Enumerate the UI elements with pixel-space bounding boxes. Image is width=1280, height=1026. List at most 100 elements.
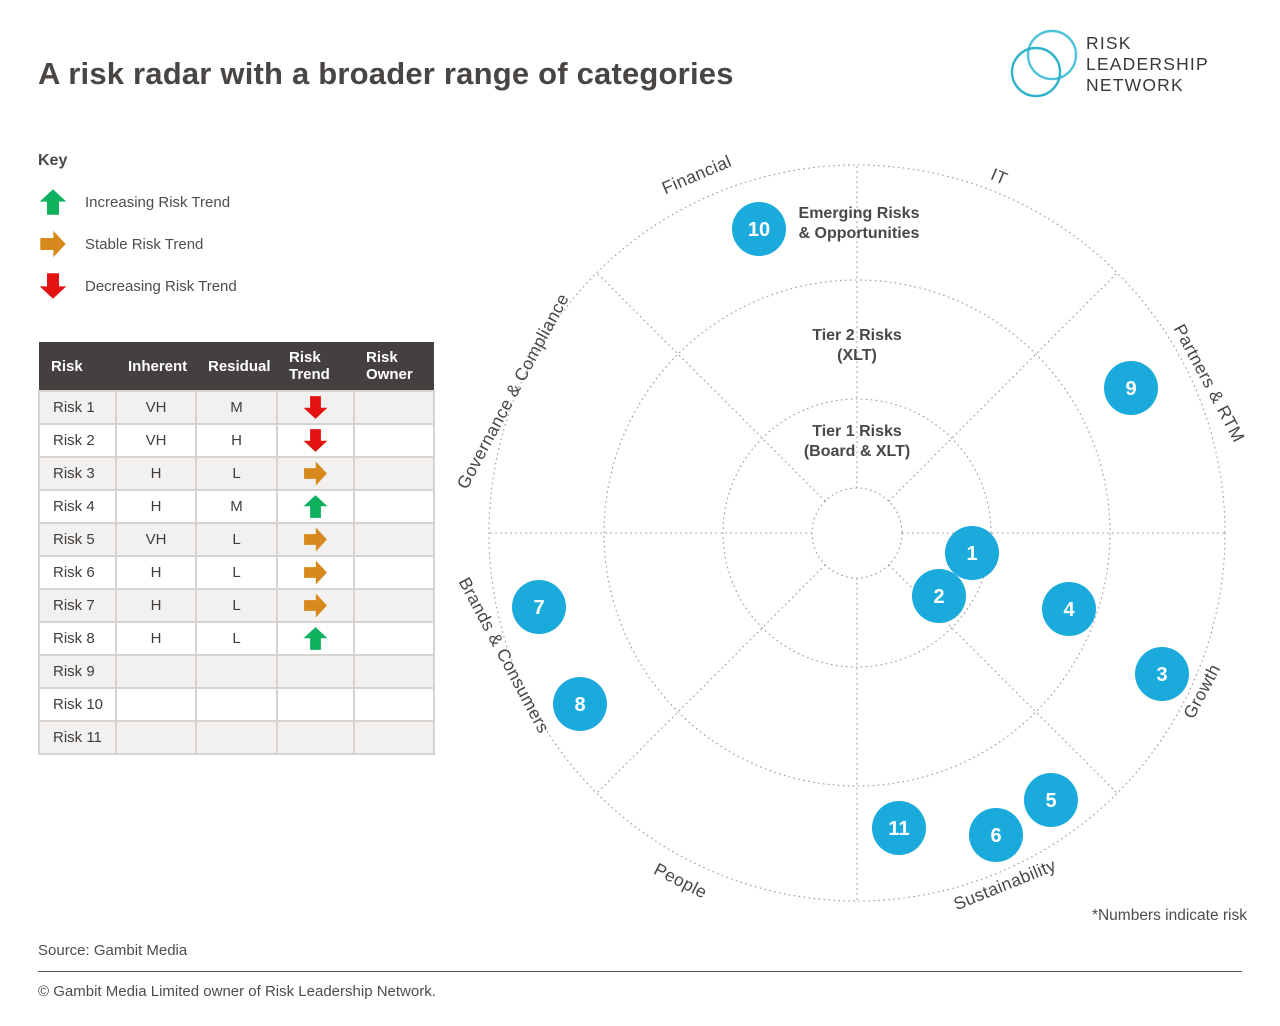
- risk-cell: Risk 7: [38, 588, 117, 623]
- risk-bubble-circle: [1135, 647, 1189, 701]
- legend-item-label: Decreasing Risk Trend: [85, 277, 237, 295]
- logo-wordmark: RISK LEADERSHIP NETWORK: [1086, 33, 1209, 96]
- category-label-brands-consumers: Brands & Consumers: [455, 574, 554, 737]
- risk-cell: Risk 11: [38, 720, 117, 755]
- owner-cell: [353, 456, 435, 491]
- category-label-governance-compliance: Governance & Compliance: [453, 290, 573, 492]
- inherent-cell: VH: [115, 522, 197, 557]
- trend-cell: [276, 720, 355, 755]
- bubble-number: 11: [888, 818, 909, 840]
- trend-cell: [276, 687, 355, 722]
- bubble-number: 2: [933, 586, 944, 608]
- inherent-cell: VH: [115, 390, 197, 425]
- residual-cell: H: [195, 423, 278, 458]
- table-row: Risk 11: [38, 720, 435, 755]
- owner-cell: [353, 423, 435, 458]
- risk-cell: Risk 2: [38, 423, 117, 458]
- bubble-number: 8: [574, 694, 585, 716]
- risk-bubble-circle: [969, 808, 1023, 862]
- owner-cell: [353, 522, 435, 557]
- bubble-number: 10: [748, 219, 770, 241]
- logo-circle-top: [1026, 29, 1078, 81]
- ring-label-tier2: Tier 2 Risks: [812, 327, 902, 344]
- column-header: Risk: [39, 342, 116, 391]
- risk-bubble-circle: [512, 580, 566, 634]
- trend-cell: [276, 456, 355, 491]
- risk-cell: Risk 6: [38, 555, 117, 590]
- risk-cell: Risk 8: [38, 621, 117, 656]
- residual-cell: [195, 654, 278, 689]
- bubble-number: 9: [1125, 378, 1136, 400]
- risk-bubble-9: 9: [1104, 361, 1158, 415]
- inherent-cell: [115, 687, 197, 722]
- decreasing-trend-icon: [303, 429, 328, 452]
- inherent-cell: H: [115, 555, 197, 590]
- logo-line-3: NETWORK: [1086, 75, 1184, 95]
- owner-cell: [353, 489, 435, 524]
- risk-cell: Risk 4: [38, 489, 117, 524]
- ring-sublabel-tier1: (Board & XLT): [804, 443, 910, 460]
- residual-cell: L: [195, 621, 278, 656]
- column-header: Risk Trend: [277, 342, 354, 391]
- residual-cell: [195, 720, 278, 755]
- ring-label-tier1: Tier 1 Risks: [812, 423, 902, 440]
- risk-bubble-11: 11: [872, 801, 926, 855]
- category-label-it: IT: [988, 164, 1011, 189]
- risk-bubble-circle: [872, 801, 926, 855]
- inherent-cell: [115, 654, 197, 689]
- owner-cell: [353, 390, 435, 425]
- inherent-cell: H: [115, 588, 197, 623]
- bubble-number: 6: [990, 825, 1001, 847]
- risk-bubble-10: 10: [732, 202, 786, 256]
- residual-cell: L: [195, 456, 278, 491]
- risk-bubble-1: 1: [945, 526, 999, 580]
- bubble-number: 1: [966, 543, 977, 565]
- risk-bubble-8: 8: [553, 677, 607, 731]
- trend-cell: [276, 654, 355, 689]
- bubble-number: 7: [533, 597, 544, 619]
- owner-cell: [353, 687, 435, 722]
- trend-cell: [276, 489, 355, 524]
- bubble-number: 4: [1063, 599, 1075, 621]
- legend-item: Increasing Risk Trend: [38, 187, 237, 217]
- legend-item: Stable Risk Trend: [38, 229, 237, 259]
- risk-cell: Risk 3: [38, 456, 117, 491]
- radar-spoke: [888, 272, 1118, 502]
- owner-cell: [353, 588, 435, 623]
- trend-cell: [276, 555, 355, 590]
- stable-trend-icon: [304, 461, 327, 486]
- logo-line-1: RISK: [1086, 33, 1132, 53]
- trend-cell: [276, 522, 355, 557]
- risk-bubble-5: 5: [1024, 773, 1078, 827]
- risk-bubble-circle: [553, 677, 607, 731]
- numbers-note: *Numbers indicate risk: [1092, 907, 1247, 924]
- residual-cell: M: [195, 390, 278, 425]
- decreasing-trend-icon: [39, 273, 67, 299]
- risk-bubble-circle: [945, 526, 999, 580]
- stable-trend-icon: [40, 230, 66, 258]
- risk-cell: Risk 9: [38, 654, 117, 689]
- column-header: Inherent: [116, 342, 196, 391]
- inherent-cell: VH: [115, 423, 197, 458]
- stable-trend-icon: [304, 560, 327, 585]
- radar-ring-tier1: [722, 398, 992, 668]
- owner-cell: [353, 720, 435, 755]
- table-row: Risk 9: [38, 654, 435, 689]
- radar-spoke: [596, 564, 826, 794]
- risk-cell: Risk 10: [38, 687, 117, 722]
- column-header: Risk Owner: [354, 342, 434, 391]
- legend-heading: Key: [38, 152, 68, 169]
- risk-bubble-3: 3: [1135, 647, 1189, 701]
- logo-line-2: LEADERSHIP: [1086, 54, 1209, 74]
- residual-cell: M: [195, 489, 278, 524]
